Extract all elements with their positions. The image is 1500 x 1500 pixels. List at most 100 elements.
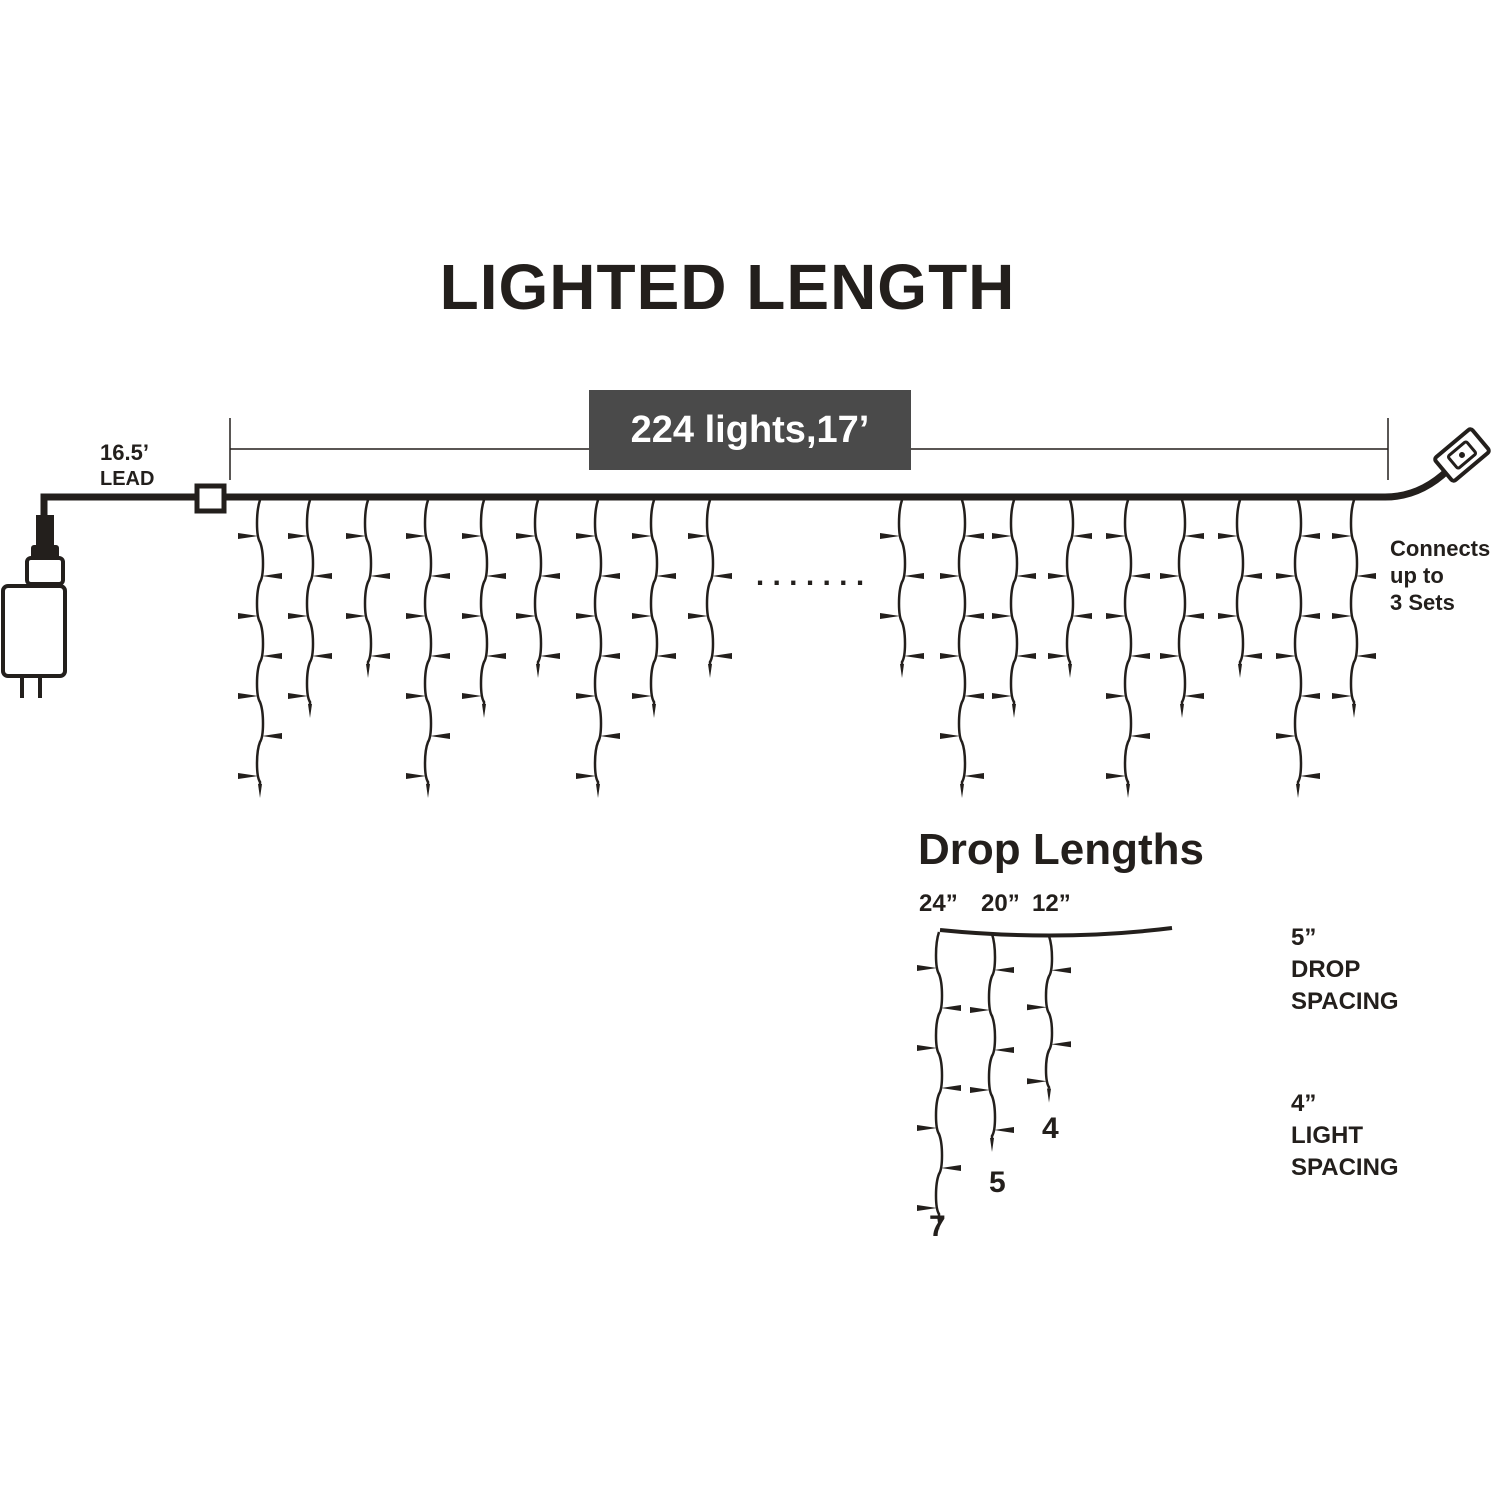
bulb: [486, 653, 506, 659]
strand-wire: [1177, 499, 1187, 704]
bulb: [1300, 613, 1320, 619]
bulb: [1048, 573, 1068, 579]
tip-bulb: [708, 664, 712, 678]
bulb: [880, 613, 900, 619]
strand-wire: [1293, 499, 1303, 784]
bulb: [964, 613, 984, 619]
icicle-strand: [516, 499, 560, 678]
bulb: [632, 613, 652, 619]
bulb: [1130, 733, 1150, 739]
bulb: [1300, 693, 1320, 699]
strand-wire: [479, 499, 489, 704]
icicle-strands: [238, 499, 1376, 798]
tip-bulb: [1068, 664, 1072, 678]
bulb: [1130, 573, 1150, 579]
icicle-strand: [940, 499, 984, 798]
tip-bulb: [1012, 704, 1016, 718]
strand-wire: [987, 933, 997, 1138]
icicle-strand: [1160, 499, 1204, 718]
drop-length-24: 24”: [919, 890, 958, 917]
icicle-strand: [462, 499, 506, 718]
bulb: [994, 967, 1014, 973]
bulb: [576, 533, 596, 539]
bulb-count-5: 5: [989, 1166, 1006, 1199]
bulb: [430, 653, 450, 659]
bulb: [288, 533, 308, 539]
bulb: [1184, 693, 1204, 699]
icicle-strand: [1332, 499, 1376, 718]
main-wire: [40, 467, 1451, 580]
tip-bulb: [1126, 784, 1130, 798]
connects-line-1: Connects: [1390, 536, 1491, 561]
bulb: [688, 613, 708, 619]
connects-line-3: 3 Sets: [1390, 590, 1455, 615]
bulb: [312, 653, 332, 659]
tip-bulb: [366, 664, 370, 678]
drop-spacing-value: 5”: [1291, 924, 1317, 951]
icicle-strand: [688, 499, 732, 678]
bulb: [576, 773, 596, 779]
icicle-strand: [632, 499, 676, 718]
strand-wire: [957, 499, 967, 784]
bulb: [1242, 653, 1262, 659]
bulb: [406, 693, 426, 699]
bulb: [288, 693, 308, 699]
lead-length: 16.5’: [100, 440, 149, 465]
bulb: [941, 1165, 961, 1171]
bulb: [964, 693, 984, 699]
strand-wire: [1044, 935, 1054, 1089]
bulb: [1332, 613, 1352, 619]
strand-wire: [305, 499, 315, 704]
bulb: [516, 533, 536, 539]
drop-lengths-title: Drop Lengths: [918, 825, 1204, 874]
tip-bulb: [990, 1138, 994, 1152]
strand-wire: [593, 499, 603, 784]
bulb: [1332, 693, 1352, 699]
lead-label: LEAD: [100, 468, 155, 490]
light-spacing-word-1: LIGHT: [1291, 1122, 1363, 1149]
icicle-strand: [1048, 499, 1092, 678]
bulb: [970, 1007, 990, 1013]
bulb-count-7: 7: [929, 1210, 946, 1243]
bulb: [1276, 733, 1296, 739]
bulb: [238, 773, 258, 779]
bulb: [1332, 533, 1352, 539]
bulb: [712, 573, 732, 579]
bulb: [312, 573, 332, 579]
bulb: [238, 613, 258, 619]
bulb: [917, 1125, 937, 1131]
bulb: [1276, 573, 1296, 579]
tip-bulb: [1238, 664, 1242, 678]
drop-length-strands: [917, 931, 1071, 1230]
strand-wire: [1123, 499, 1133, 784]
bulb: [964, 533, 984, 539]
icicle-strand: [288, 499, 332, 718]
bulb: [262, 653, 282, 659]
tip-bulb: [1047, 1088, 1051, 1103]
end-connector-icon: [1433, 427, 1491, 483]
bulb: [486, 573, 506, 579]
bulb: [656, 573, 676, 579]
bulb: [462, 613, 482, 619]
bulb: [712, 653, 732, 659]
detail-strand-20: [970, 933, 1014, 1152]
strand-wire: [1349, 499, 1359, 704]
bulb: [1242, 573, 1262, 579]
bulb: [1106, 693, 1126, 699]
bulb: [238, 693, 258, 699]
bulb: [941, 1005, 961, 1011]
bulb: [904, 653, 924, 659]
bulb: [632, 693, 652, 699]
bulb: [406, 613, 426, 619]
bulb: [1048, 653, 1068, 659]
bulb: [992, 693, 1012, 699]
strand-wire: [1009, 499, 1019, 704]
lighted-count-label: 224 lights,17’: [589, 390, 911, 470]
bulb: [462, 693, 482, 699]
bulb: [370, 573, 390, 579]
connects-note: Connects up to 3 Sets: [1390, 535, 1490, 616]
tip-bulb: [937, 1216, 941, 1230]
tip-bulb: [960, 784, 964, 798]
bulb: [576, 693, 596, 699]
bulb: [1276, 653, 1296, 659]
